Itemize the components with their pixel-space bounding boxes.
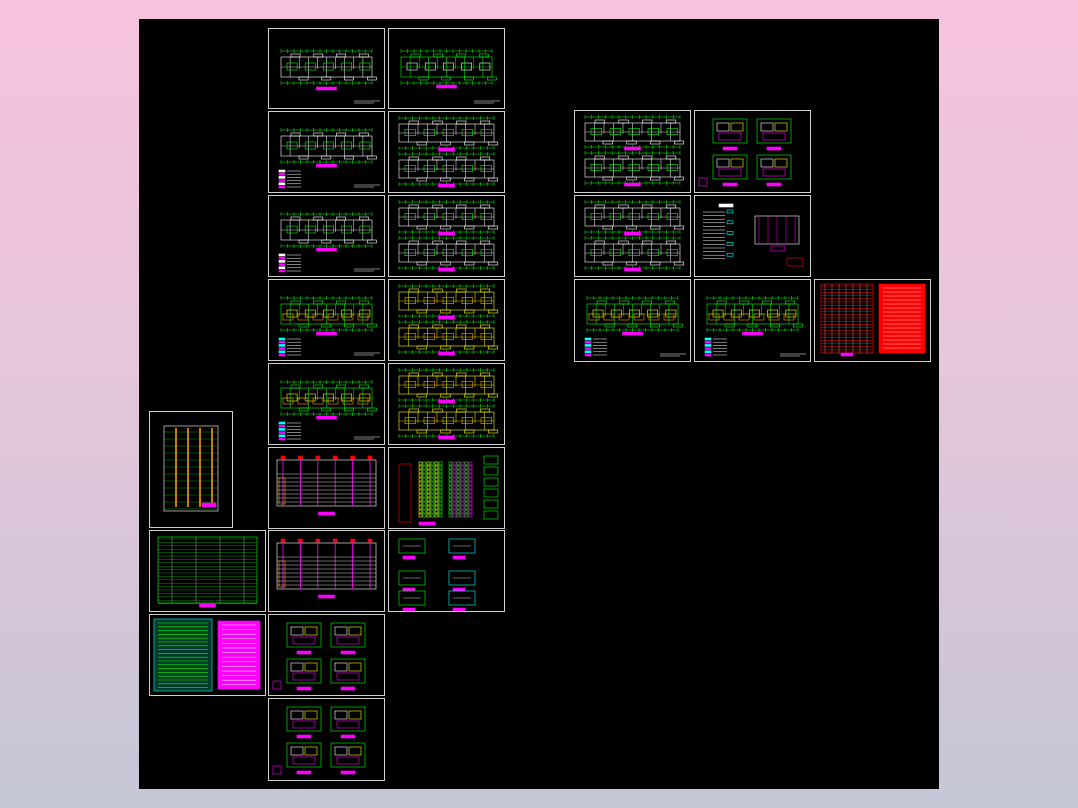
cad-sheet-drawing [278,296,380,357]
cad-sheet-drawing [584,200,685,272]
sheet-s05[interactable] [268,195,385,277]
cad-sheet-drawing [398,538,476,611]
cad-sheet-drawing [278,212,380,273]
sheet-s07[interactable] [268,279,385,361]
sheet-s08[interactable] [388,279,505,361]
cad-sheet-drawing [698,118,792,187]
sheet-s24[interactable] [574,279,691,362]
cad-sheet-drawing [278,128,380,189]
sheet-s25[interactable] [694,279,811,362]
sheet-s02[interactable] [388,28,505,109]
cad-sheet-drawing [400,49,500,104]
sheet-s01[interactable] [268,28,385,109]
sheet-s10[interactable] [388,363,505,445]
cad-sheet-drawing [272,622,366,691]
cad-sheet-drawing [398,284,499,356]
sheet-s16[interactable] [149,530,266,612]
sheet-s26[interactable] [814,279,931,362]
sheet-s11[interactable] [268,447,385,529]
cad-sheet-drawing [157,536,258,608]
sheet-s03[interactable] [268,111,385,193]
sheet-s23[interactable] [694,195,811,277]
sheet-s20[interactable] [574,110,691,193]
cad-sheet-drawing [153,618,261,692]
sheet-s18[interactable] [268,614,385,696]
sheet-s12[interactable] [388,447,505,529]
sheet-s15[interactable] [149,411,233,528]
cad-sheet-drawing [280,49,380,104]
cad-sheet-drawing [276,455,377,516]
cad-sheet-drawing [398,200,499,272]
cad-sheet-drawing [276,538,377,599]
cad-sheet-drawing [584,115,685,187]
cad-sheet-drawing [278,380,380,441]
sheet-s14[interactable] [388,530,505,612]
sheet-s13[interactable] [268,530,385,612]
sheet-s04[interactable] [388,111,505,193]
cad-sheet-drawing [272,706,366,775]
sheet-s06[interactable] [388,195,505,277]
sheet-s22[interactable] [574,195,691,277]
cad-sheet-drawing [703,203,804,267]
sheet-s17[interactable] [149,614,266,696]
cad-sheet-drawing [704,296,806,357]
drawing-canvas[interactable] [139,19,939,789]
sheet-s09[interactable] [268,363,385,445]
cad-sheet-drawing [163,425,219,512]
cad-sheet-drawing [398,455,499,526]
cad-sheet-drawing [820,283,926,357]
cad-sheet-drawing [398,116,499,188]
cad-sheet-drawing [584,296,686,357]
sheet-s21[interactable] [694,110,811,193]
sheet-s19[interactable] [268,698,385,781]
cad-sheet-drawing [398,368,499,440]
